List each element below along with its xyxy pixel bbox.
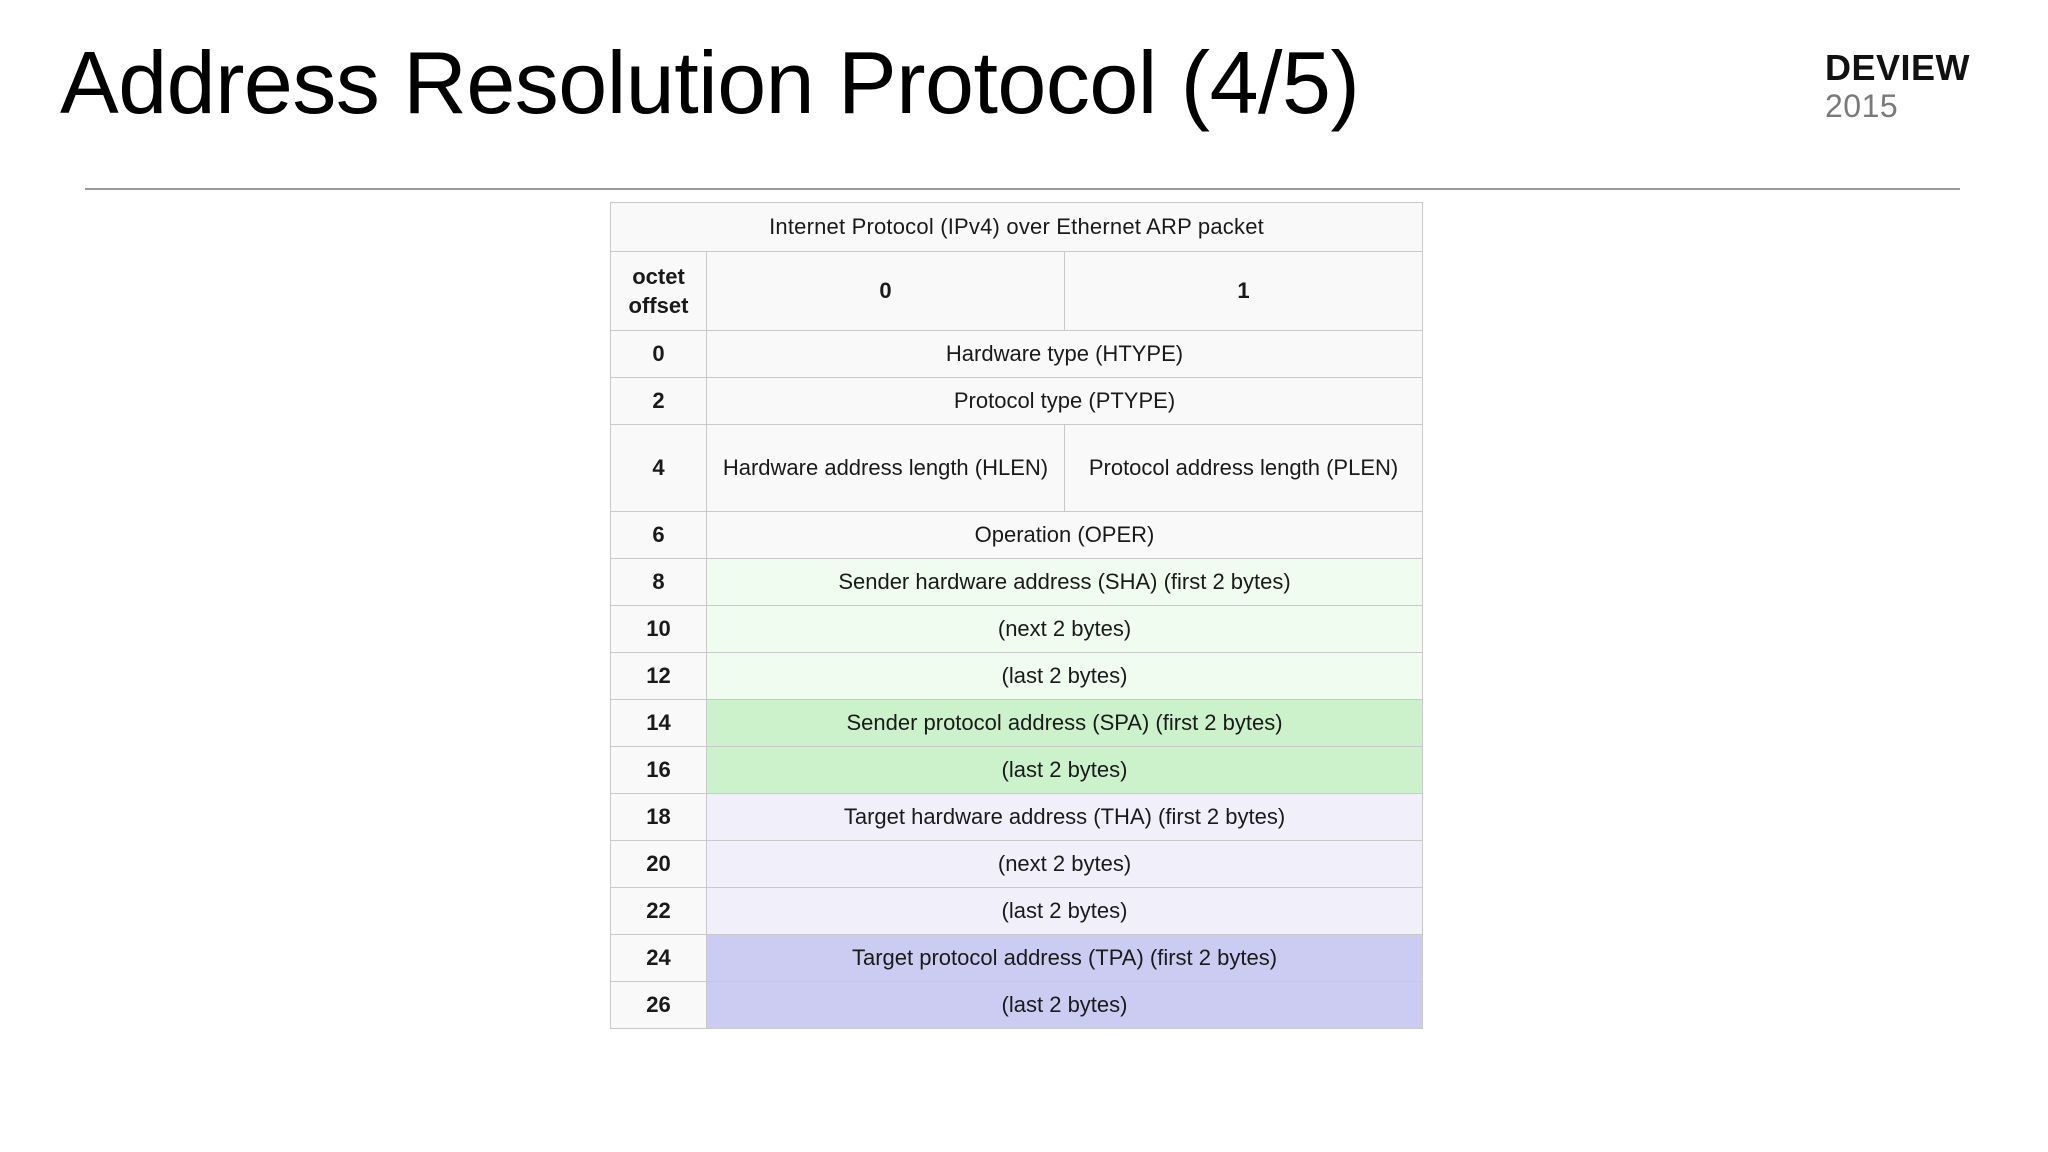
offset-cell: 8	[610, 558, 707, 606]
brand-name: DEVIEW	[1824, 47, 1970, 88]
brand-year: 2015	[1824, 88, 1899, 124]
column-header-0: 0	[706, 251, 1065, 331]
octet-offset-header-line2: offset	[628, 293, 689, 318]
table-row: 20(next 2 bytes)	[610, 840, 1424, 888]
table-caption: Internet Protocol (IPv4) over Ethernet A…	[609, 202, 1424, 252]
deview-logo: DEVIEW 2015	[1824, 47, 1970, 124]
field-cell: Hardware type (HTYPE)	[705, 330, 1424, 378]
field-cell: (last 2 bytes)	[705, 746, 1424, 794]
header-divider	[85, 188, 1960, 190]
field-cell: (last 2 bytes)	[705, 652, 1424, 700]
offset-cell: 0	[610, 330, 707, 378]
field-cell: Protocol address length (PLEN)	[1063, 424, 1424, 512]
column-header-1: 1	[1063, 251, 1424, 331]
offset-cell: 6	[610, 511, 707, 559]
field-cell: Operation (OPER)	[705, 511, 1424, 559]
table-row: 12(last 2 bytes)	[610, 652, 1424, 700]
field-cell: Target protocol address (TPA) (first 2 b…	[705, 934, 1424, 982]
field-cell: Sender hardware address (SHA) (first 2 b…	[705, 558, 1424, 606]
field-cell: Sender protocol address (SPA) (first 2 b…	[705, 699, 1424, 747]
table-caption-row: Internet Protocol (IPv4) over Ethernet A…	[609, 202, 1424, 252]
table-row: 10(next 2 bytes)	[610, 605, 1424, 653]
field-cell: Target hardware address (THA) (first 2 b…	[705, 793, 1424, 841]
arp-packet-table: Internet Protocol (IPv4) over Ethernet A…	[609, 202, 1424, 1029]
table-row: 22(last 2 bytes)	[610, 887, 1424, 935]
offset-cell: 2	[610, 377, 707, 425]
offset-cell: 10	[610, 605, 707, 653]
field-cell: Protocol type (PTYPE)	[705, 377, 1424, 425]
offset-cell: 18	[610, 793, 707, 841]
octet-offset-header-line1: octet	[632, 263, 685, 289]
offset-cell: 22	[610, 887, 707, 935]
octet-offset-header: octet offset	[610, 251, 707, 331]
offset-cell: 20	[610, 840, 707, 888]
field-cell: (last 2 bytes)	[705, 981, 1424, 1029]
offset-cell: 4	[610, 424, 707, 512]
offset-cell: 24	[610, 934, 707, 982]
slide-header: Address Resolution Protocol (4/5) DEVIEW…	[0, 0, 2048, 190]
field-cell: (last 2 bytes)	[705, 887, 1424, 935]
offset-cell: 26	[610, 981, 707, 1029]
offset-cell: 12	[610, 652, 707, 700]
offset-cell: 14	[610, 699, 707, 747]
field-cell: Hardware address length (HLEN)	[706, 424, 1065, 512]
page-title: Address Resolution Protocol (4/5)	[60, 33, 1360, 132]
table-row: 26(last 2 bytes)	[610, 981, 1424, 1029]
arp-packet-table-container: Internet Protocol (IPv4) over Ethernet A…	[609, 202, 1424, 1029]
table-header-row: octet offset 0 1	[610, 251, 1424, 331]
table-row: 16(last 2 bytes)	[610, 746, 1424, 794]
field-cell: (next 2 bytes)	[705, 605, 1424, 653]
offset-cell: 16	[610, 746, 707, 794]
field-cell: (next 2 bytes)	[705, 840, 1424, 888]
